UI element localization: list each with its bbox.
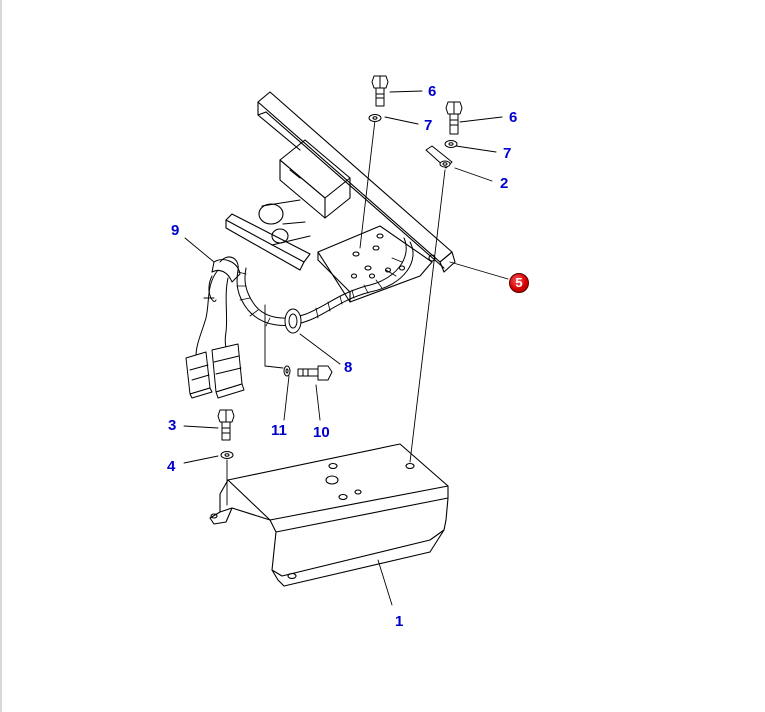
callout-8[interactable]: 8 (344, 359, 353, 376)
callout-6-upper-left[interactable]: 6 (428, 83, 437, 100)
bolt-6a (371, 75, 389, 107)
monitor-unit (225, 91, 456, 303)
callout-4[interactable]: 4 (167, 458, 176, 475)
callout-3[interactable]: 3 (168, 417, 177, 434)
callout-10[interactable]: 10 (313, 424, 330, 441)
callout-7-right[interactable]: 7 (503, 145, 512, 162)
callout-9[interactable]: 9 (171, 222, 180, 239)
washer-4 (220, 451, 234, 459)
terminal-2 (425, 145, 453, 169)
bolt-6b (445, 101, 463, 135)
wire-harness (185, 237, 414, 399)
callout-1[interactable]: 1 (395, 613, 404, 630)
callout-2[interactable]: 2 (500, 175, 509, 192)
bolt-10 (297, 365, 333, 381)
bolt-3 (217, 409, 235, 441)
mounting-bracket (209, 443, 449, 587)
leader-lines (183, 90, 509, 606)
callout-7-left[interactable]: 7 (424, 117, 433, 134)
left-page-edge (0, 0, 2, 712)
washer-11 (283, 365, 291, 377)
callout-6-upper-right[interactable]: 6 (509, 109, 518, 126)
washer-7a (368, 114, 382, 122)
callout-5-highlighted[interactable]: 5 (509, 273, 529, 293)
washer-7b (444, 140, 458, 148)
callout-11[interactable]: 11 (271, 422, 287, 439)
